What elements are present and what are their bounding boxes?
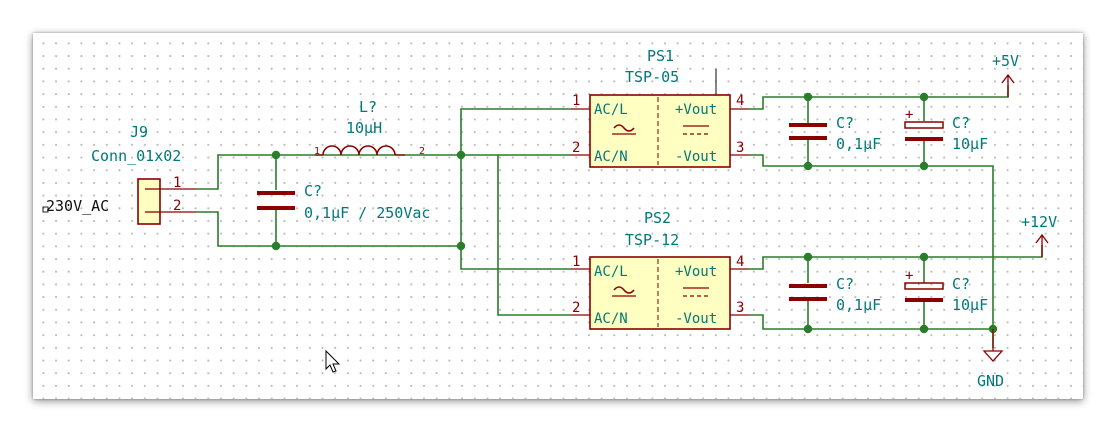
power-gnd[interactable]: GND — [977, 329, 1004, 390]
connector-pin-2-number: 2 — [173, 198, 181, 214]
wire-ps1-acl — [460, 108, 571, 155]
input-label[interactable]: 230V_AC — [42, 197, 109, 215]
wire-ps2-acl — [460, 246, 571, 270]
input-capacitor[interactable]: C? 0,1µF / 250Vac — [257, 182, 430, 222]
ps2-cap1-value: 0,1µF — [836, 296, 881, 314]
label-anchor — [42, 206, 49, 213]
power-supply-ps1[interactable]: 1 2 4 3 AC/L AC/N +Vout -Vout PS1 TSP-05 — [571, 47, 749, 168]
inductor-pin2: 2 — [419, 146, 425, 157]
inductor-ref: L? — [359, 98, 377, 116]
ps1-pin-acn: AC/N — [594, 149, 628, 165]
ps2-pin1-number: 1 — [572, 254, 580, 270]
ps2-ac-icon — [613, 286, 635, 294]
junction — [456, 241, 466, 251]
connector-j9[interactable]: 1 2 J9 Conn_01x02 — [91, 123, 196, 225]
ps1-cap2-value: 10µF — [952, 135, 988, 153]
ps2-cap2-polarity: + — [905, 268, 913, 284]
ps1-pin1-number: 1 — [572, 93, 580, 109]
ps2-pin-acn: AC/N — [594, 311, 628, 327]
power-supply-ps2[interactable]: 1 2 4 3 AC/L AC/N +Vout -Vout PS2 TSP-12 — [571, 209, 749, 330]
ps2-pin-vminus: -Vout — [675, 311, 717, 327]
power-plus5v[interactable]: +5V — [992, 52, 1019, 97]
schematic-sheet: 1 2 J9 Conn_01x02 230V_AC C? 0,1µF / 250… — [33, 33, 1083, 399]
junction — [919, 92, 929, 102]
ps2-cap2-ref: C? — [952, 275, 970, 293]
ps1-ac-icon — [613, 124, 635, 132]
ps1-cap2-ref: C? — [952, 114, 970, 132]
plus12-label: +12V — [1021, 213, 1057, 231]
ps2-cap2-value: 10µF — [952, 296, 988, 314]
ps2-ref: PS2 — [644, 209, 671, 227]
ps2-body — [589, 256, 731, 330]
ps1-value: TSP-05 — [625, 68, 679, 86]
ps1-pin4-number: 4 — [736, 93, 744, 109]
junction — [803, 324, 813, 334]
ps1-pin2-number: 2 — [572, 140, 580, 156]
cap-plate-top — [904, 282, 944, 290]
gnd-label: GND — [977, 372, 1004, 390]
junctions — [271, 92, 998, 334]
plus12-arrow-icon — [1035, 233, 1049, 244]
power-plus12v[interactable]: +12V — [1021, 213, 1057, 257]
inductor-coil — [322, 145, 396, 156]
ps1-pin3-number: 3 — [736, 140, 744, 156]
inductor-value: 10µH — [346, 119, 382, 137]
ps2-value: TSP-12 — [625, 231, 679, 249]
ps1-pin-vminus: -Vout — [675, 149, 717, 165]
ps1-cap-electrolytic[interactable]: + C? 10µF — [904, 107, 988, 153]
junction — [803, 161, 813, 171]
schematic-canvas: 1 2 J9 Conn_01x02 230V_AC C? 0,1µF / 250… — [42, 47, 1057, 390]
junction — [803, 252, 813, 262]
junction — [919, 161, 929, 171]
ps1-cap1-value: 0,1µF — [836, 135, 881, 153]
junction — [919, 252, 929, 262]
connector-ref: J9 — [130, 123, 148, 141]
inductor-pin1: 1 — [314, 146, 320, 157]
ps2-cap-ceramic[interactable]: C? 0,1µF — [789, 275, 881, 314]
wire-ps2-vout-plus — [749, 245, 1043, 270]
ps1-cap2-polarity: + — [905, 107, 913, 123]
wire-j9-pin2 — [196, 211, 461, 247]
ps1-ref: PS1 — [647, 47, 674, 65]
input-cap-value: 0,1µF / 250Vac — [304, 204, 430, 222]
wire-ps1-vout-minus — [749, 154, 994, 329]
ps2-pin2-number: 2 — [572, 300, 580, 316]
wire-j9-pin1 — [196, 154, 461, 190]
ps1-cap1-ref: C? — [836, 114, 854, 132]
junction — [803, 92, 813, 102]
ps2-pin3-number: 3 — [736, 300, 744, 316]
ps1-body — [589, 94, 731, 168]
input-label-text: 230V_AC — [46, 197, 109, 215]
ps2-cap-electrolytic[interactable]: + C? 10µF — [904, 268, 988, 314]
plus5-label: +5V — [992, 52, 1019, 70]
wire-ps1-vout-plus — [749, 85, 1009, 110]
cap-plate-top — [904, 121, 944, 129]
connector-pin-1-number: 1 — [173, 175, 181, 191]
plus5-arrow-icon — [1001, 73, 1015, 84]
input-cap-ref: C? — [304, 182, 322, 200]
junction — [456, 150, 466, 160]
ps1-cap-ceramic[interactable]: C? 0,1µF — [789, 114, 881, 153]
ps2-cap1-ref: C? — [836, 275, 854, 293]
gnd-icon — [982, 350, 1004, 362]
ps1-pin-vplus: +Vout — [675, 102, 717, 118]
ps2-pin-acl: AC/L — [594, 264, 628, 280]
connector-value: Conn_01x02 — [91, 147, 181, 165]
connector-body — [137, 178, 161, 225]
junction — [271, 241, 281, 251]
wire-ps2-vout-minus — [749, 314, 994, 348]
ps2-pin4-number: 4 — [736, 254, 744, 270]
wire-ps1-acn — [461, 154, 571, 316]
ps1-pin-acl: AC/L — [594, 102, 628, 118]
junction — [271, 150, 281, 160]
ps2-pin-vplus: +Vout — [675, 264, 717, 280]
junction — [919, 324, 929, 334]
mouse-cursor-icon — [325, 349, 341, 373]
inductor[interactable]: 1 2 L? 10µH — [314, 98, 425, 157]
